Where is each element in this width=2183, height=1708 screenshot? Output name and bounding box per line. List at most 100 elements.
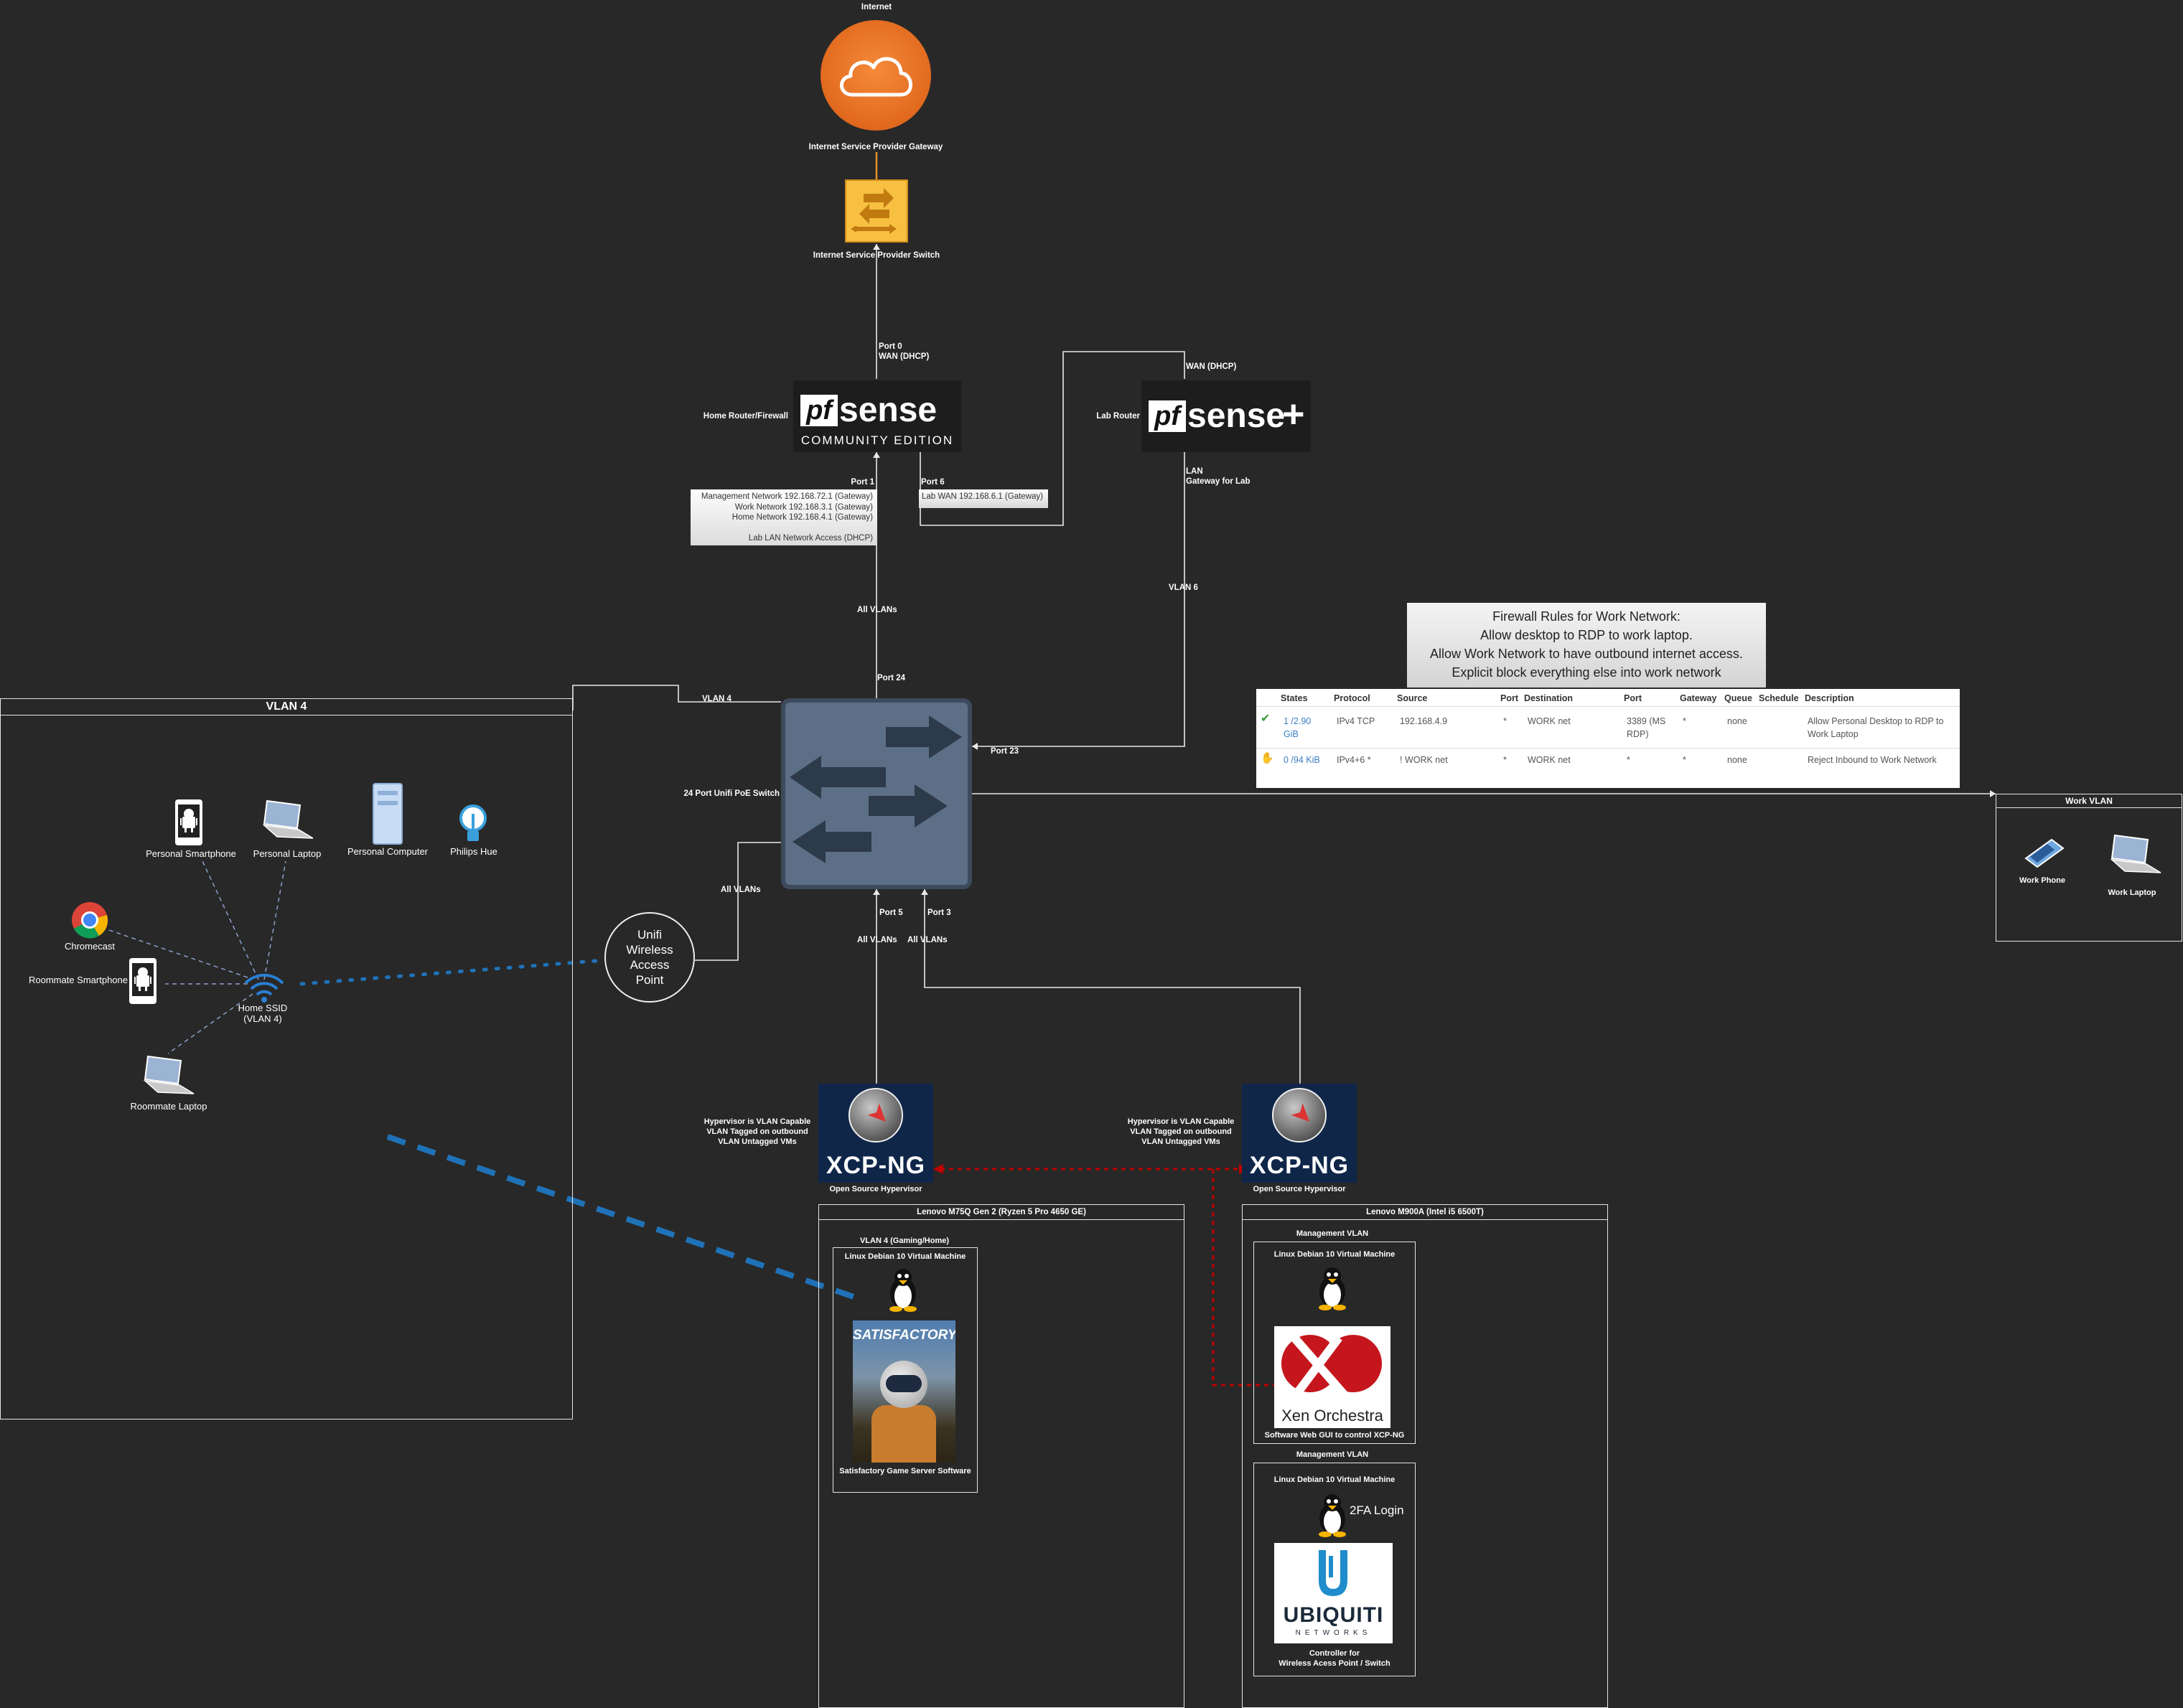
xcp-ng-left-logo[interactable]: ➤ XCP-NG [818,1084,933,1183]
network-home: Home Network 192.168.4.1 (Gateway) [731,513,873,522]
lab-router-lan: LAN [1186,467,1203,476]
personal-smartphone-label: Personal Smartphone [146,848,236,859]
xcp-left-wordmark: XCP-NG [826,1152,926,1179]
xcp-right-caption: Open Source Hypervisor [1253,1185,1346,1193]
laptop-icon[interactable] [257,798,316,843]
th-description: Description [1805,693,1854,703]
switch-port3: Port 3 [927,909,951,917]
roommate-smartphone-label: Roommate Smartphone [28,975,128,985]
right-vm1-vlan: Management VLAN [1296,1229,1369,1238]
firewall-title-line-2: Allow desktop to RDP to work laptop. [1480,628,1693,642]
ubiquiti-logo[interactable]: UBIQUITI NETWORKS [1274,1543,1393,1643]
pfsense-port0-sub: WAN (DHCP) [879,352,930,361]
xcp-ng-right-logo[interactable]: ➤ XCP-NG [1242,1084,1357,1183]
th-source: Source [1397,693,1428,703]
th-dport: Port [1624,693,1642,703]
lab-router-role: Lab Router [1096,412,1140,421]
th-destination: Destination [1524,693,1574,703]
vm-vlan-link [386,1134,857,1300]
work-laptop-label: Work Laptop [2108,888,2156,897]
ubiquiti-wordmark: UBIQUITI [1283,1603,1384,1627]
switch-arrows-icon [851,188,897,234]
chrome-icon[interactable] [70,901,109,939]
pass-check-icon: ✔ [1261,713,1271,725]
spoke-personal-laptop [263,860,286,980]
tux-icon [1319,1494,1346,1537]
core-switch-label: 24 Port Unifi PoE Switch [683,789,780,798]
wifi-icon[interactable] [241,969,287,1005]
wap-label: Unifi Wireless Access Point [626,928,673,987]
vm-unifi-controller [1253,1463,1416,1676]
ubiquiti-u-icon [1319,1550,1347,1596]
switch-port24: Port 24 [877,674,905,682]
pfsense-community-logo[interactable]: pf sense COMMUNITY EDITION [793,380,961,452]
pfsense-plus-wordmark: sense [1187,397,1286,435]
work-vlan-zone: Work VLAN [1996,794,2182,942]
ubiquiti-label-2: Wireless Acess Point / Switch [1279,1659,1390,1668]
personal-laptop-label: Personal Laptop [253,848,322,859]
xcp-right-wordmark: XCP-NG [1249,1152,1350,1179]
pf-plus-box: pf [1149,400,1186,432]
satisfactory-label: Satisfactory Game Server Software [839,1467,971,1475]
vlan6-label: VLAN 6 [1169,583,1198,592]
lab-router-wan: WAN (DHCP) [1186,362,1237,371]
xcp-left-note: Hypervisor is VLAN Capable VLAN Tagged o… [703,1117,811,1146]
phone-icon[interactable] [2023,837,2066,870]
firewall-rules-table: States Protocol Source Port Destination … [1256,689,1960,788]
isp-switch[interactable] [845,179,908,243]
th-gateway: Gateway [1680,693,1717,703]
lightbulb-icon[interactable] [457,804,490,847]
laptop-icon[interactable] [138,1054,197,1098]
th-protocol: Protocol [1334,693,1370,703]
management-link [940,1168,1275,1386]
smartphone-icon[interactable] [128,957,158,1005]
firewall-rules-title: Firewall Rules for Work Network: Allow d… [1407,603,1766,688]
network-work: Work Network 192.168.3.1 (Gateway) [734,502,873,512]
vm-xen-orchestra [1253,1242,1416,1444]
satisfactory-logo[interactable]: SATISFACTORY [853,1320,955,1463]
philips-hue-label: Philips Hue [450,846,497,857]
wireless-link [299,958,607,986]
isp-gateway-label: Internet Service Provider Gateway [808,143,943,151]
wireless-access-point[interactable]: Unifi Wireless Access Point [604,912,695,1003]
wire-lab-router-core-switch [972,452,1185,747]
desktop-tower-icon[interactable] [370,782,405,845]
xo-mark-icon [1281,1335,1382,1398]
smartphone-icon[interactable] [174,798,204,847]
spoke-roommate-laptop [167,993,253,1054]
vm-satisfactory [833,1247,978,1493]
personal-computer-label: Personal Computer [347,846,428,857]
left-vm-title: Linux Debian 10 Virtual Machine [844,1252,966,1261]
port5-all-vlans: All VLANs [857,936,897,944]
uplink-all-vlans: All VLANs [857,606,897,614]
spoke-personal-smartphone [202,860,259,980]
pfsense-plus-logo[interactable]: pf sense + [1141,380,1311,452]
ubiquiti-label-1: Controller for [1309,1649,1360,1658]
laptop-icon[interactable] [2105,832,2164,877]
xen-orchestra-logo[interactable]: Xen Orchestra [1274,1326,1390,1428]
network-lab-lan: Lab LAN Network Access (DHCP) [748,534,873,543]
ubiquiti-networks: NETWORKS [1295,1629,1372,1637]
host-right-title: Lenovo M900A (Intel i5 6500T) [1243,1205,1607,1220]
internet-cloud[interactable] [821,20,931,131]
xcp-left-caption: Open Source Hypervisor [829,1185,922,1193]
pfsense-plus-sign: + [1282,393,1305,436]
core-switch[interactable] [781,698,972,889]
network-blank [691,523,873,534]
work-vlan-title: Work VLAN [1996,794,2182,808]
switch-port23: Port 23 [991,747,1019,756]
pfsense-wordmark: sense [839,391,938,429]
wire-vlan4 [572,685,781,710]
chromecast-label: Chromecast [64,941,116,952]
vlan4-title: VLAN 4 [1,699,572,715]
internet-label: Internet [861,3,892,11]
pfsense-edition: COMMUNITY EDITION [800,433,954,447]
th-port: Port [1500,693,1518,703]
2fa-login-label: 2FA Login [1350,1503,1404,1517]
port6-network-panel: Lab WAN 192.168.6.1 (Gateway) [919,489,1048,508]
firewall-title-line-3: Allow Work Network to have outbound inte… [1430,647,1743,661]
xen-orchestra-wordmark: Xen Orchestra [1281,1407,1383,1425]
pfsense-port6-label: Port 6 [921,478,945,487]
th-states: States [1281,693,1308,703]
